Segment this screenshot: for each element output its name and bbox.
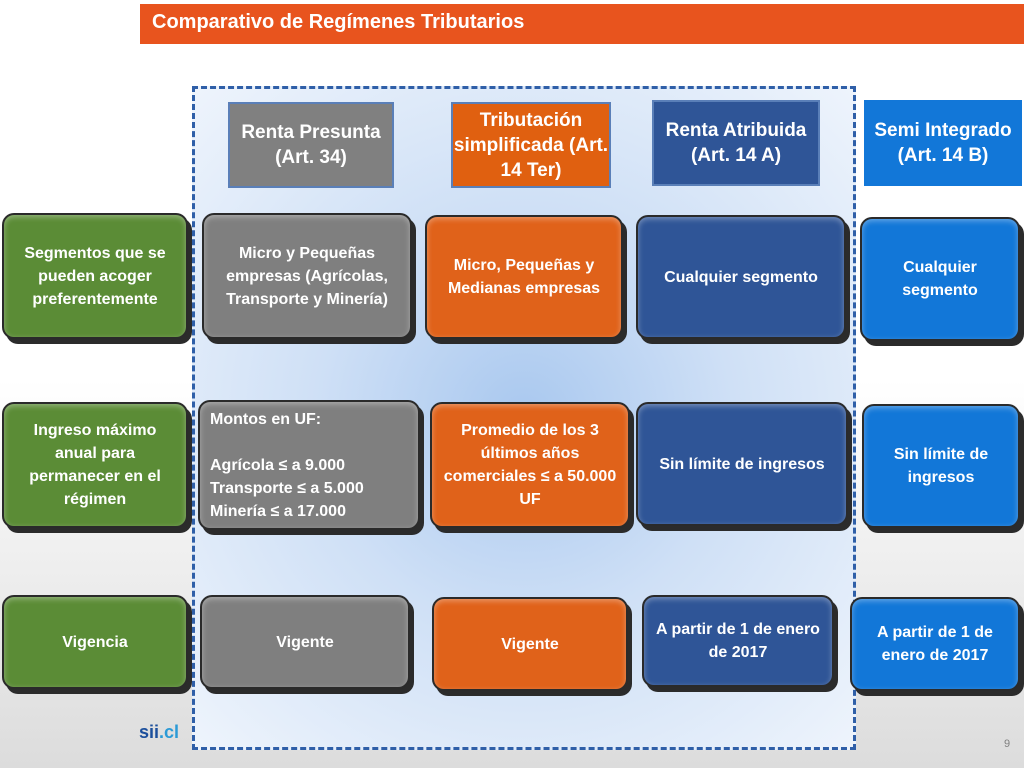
cell-segmentos-renta-atribuida: Cualquier segmento bbox=[636, 215, 846, 339]
cell-ingreso-renta-presunta: Montos en UF: Agrícola ≤ a 9.000 Transpo… bbox=[198, 400, 420, 530]
cell-vigencia-renta-atribuida: A partir de 1 de enero de 2017 bbox=[642, 595, 834, 687]
cell-ingreso-tributacion-simplificada: Promedio de los 3 últimos años comercial… bbox=[430, 402, 630, 528]
cell-segmentos-renta-presunta: Micro y Pequeñas empresas (Agrícolas, Tr… bbox=[202, 213, 412, 339]
cell-segmentos-semi-integrado: Cualquier segmento bbox=[860, 217, 1020, 341]
slide-title: Comparativo de Regímenes Tributarios bbox=[140, 4, 1024, 44]
column-header-renta-presunta: Renta Presunta (Art. 34) bbox=[228, 102, 394, 188]
cell-segmentos-tributacion-simplificada: Micro, Pequeñas y Medianas empresas bbox=[425, 215, 623, 339]
cell-vigencia-renta-presunta: Vigente bbox=[200, 595, 410, 689]
column-header-semi-integrado: Semi Integrado (Art. 14 B) bbox=[864, 100, 1022, 186]
column-header-tributacion-simplificada: Tributación simplificada (Art. 14 Ter) bbox=[451, 102, 611, 188]
cell-ingreso-semi-integrado: Sin límite de ingresos bbox=[862, 404, 1020, 528]
row-label-segmentos: Segmentos que se pueden acoger preferent… bbox=[2, 213, 188, 339]
cell-vigencia-semi-integrado: A partir de 1 de enero de 2017 bbox=[850, 597, 1020, 691]
page-number: 9 bbox=[1004, 738, 1011, 750]
column-header-renta-atribuida: Renta Atribuida (Art. 14 A) bbox=[652, 100, 820, 186]
row-label-vigencia: Vigencia bbox=[2, 595, 188, 689]
sii-logo: sii.cl bbox=[139, 722, 180, 742]
cell-vigencia-tributacion-simplificada: Vigente bbox=[432, 597, 628, 691]
row-label-ingreso-maximo: Ingreso máximo anual para permanecer en … bbox=[2, 402, 188, 528]
cell-ingreso-renta-atribuida: Sin límite de ingresos bbox=[636, 402, 848, 526]
